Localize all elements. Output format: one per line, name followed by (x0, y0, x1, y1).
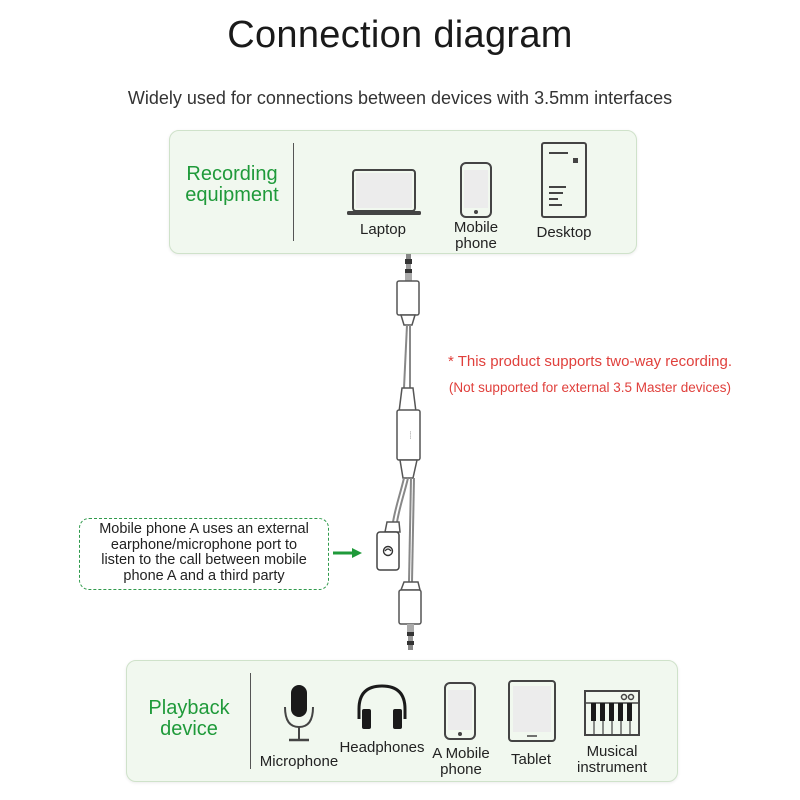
mobile-phone-icon (444, 682, 476, 740)
two-way-recording-note: * This product supports two-way recordin… (447, 353, 733, 370)
device-label-a-mobile-phone: A Mobile phone (432, 745, 490, 778)
recording-heading-line1: Recording (186, 163, 278, 185)
svg-text:-----: ----- (407, 431, 413, 440)
device-label-mobile-phone: Mobile phone (453, 219, 499, 252)
playback-heading: Playback device (133, 698, 245, 740)
playback-device-panel: Playback device Microphone Headphones A … (126, 660, 678, 782)
headphones-icon (357, 684, 407, 729)
green-arrow-icon (333, 548, 362, 558)
playback-heading-line2: device (160, 718, 218, 740)
diagram-subtitle: Widely used for connections between devi… (127, 88, 673, 108)
desktop-icon (541, 142, 587, 218)
splitter-body: ----- (396, 387, 421, 479)
unsupported-devices-note: (Not supported for external 3.5 Master d… (448, 380, 732, 395)
tablet-icon (508, 680, 556, 742)
device-label-tablet: Tablet (510, 751, 552, 768)
microphone-icon (284, 685, 314, 742)
side-3-5mm-socket (376, 521, 401, 571)
bottom-3-5mm-plug (398, 581, 422, 650)
playback-heading-line1: Playback (148, 697, 230, 719)
recording-heading: Recording equipment (176, 164, 288, 206)
callout-line4: phone A and a third party (123, 567, 285, 584)
playback-divider (250, 673, 251, 769)
recording-equipment-panel: Recording equipment Laptop Mobile phone … (169, 130, 637, 254)
laptop-icon (347, 169, 421, 215)
callout-line3: listen to the call between mobile (101, 552, 307, 568)
device-label-microphone: Microphone (259, 753, 339, 770)
mobile-phone-icon (460, 162, 492, 218)
device-label-laptop: Laptop (360, 221, 406, 238)
top-3-5mm-plug (396, 254, 420, 326)
diagram-title: Connection diagram (227, 14, 573, 56)
callout-line1: Mobile phone A uses an external (99, 521, 309, 537)
mobile-phone-a-callout: Mobile phone A uses an external earphone… (79, 518, 329, 590)
device-label-musical-instrument: Musical instrument (576, 743, 648, 776)
device-label-headphones: Headphones (339, 739, 425, 756)
recording-divider (293, 143, 294, 241)
device-label-desktop: Desktop (536, 224, 592, 241)
musical-instrument-icon (584, 690, 640, 736)
recording-heading-line2: equipment (185, 184, 279, 206)
callout-line2: earphone/microphone port to (110, 536, 298, 553)
